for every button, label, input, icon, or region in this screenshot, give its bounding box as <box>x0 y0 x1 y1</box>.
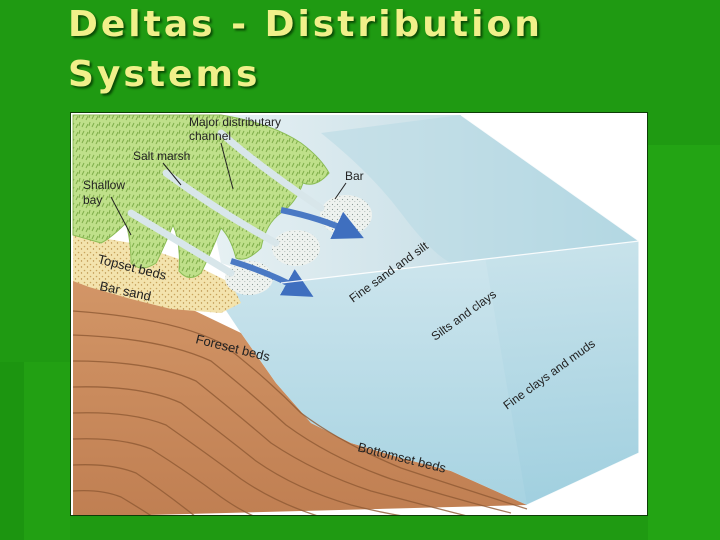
label-shallow-bay-line-2: bay <box>83 193 102 207</box>
slide-title: Deltas - Distribution Systems <box>68 0 688 100</box>
background-band-left <box>24 362 70 540</box>
background-band-left-edge <box>0 362 24 540</box>
slide-title-line-2: Systems <box>68 50 688 100</box>
delta-block-diagram-svg: Major distributary channel Salt marsh Sh… <box>71 113 648 516</box>
label-major-distributary-channel-line-2: channel <box>189 129 231 143</box>
delta-diagram: Major distributary channel Salt marsh Sh… <box>70 112 648 516</box>
background-band-right <box>648 145 720 540</box>
label-shallow-bay: Shallow <box>83 178 125 192</box>
label-major-distributary-channel: Major distributary <box>189 115 281 129</box>
label-salt-marsh: Salt marsh <box>133 149 190 163</box>
label-bar: Bar <box>345 169 364 183</box>
slide-title-line-1: Deltas - Distribution <box>68 0 688 50</box>
